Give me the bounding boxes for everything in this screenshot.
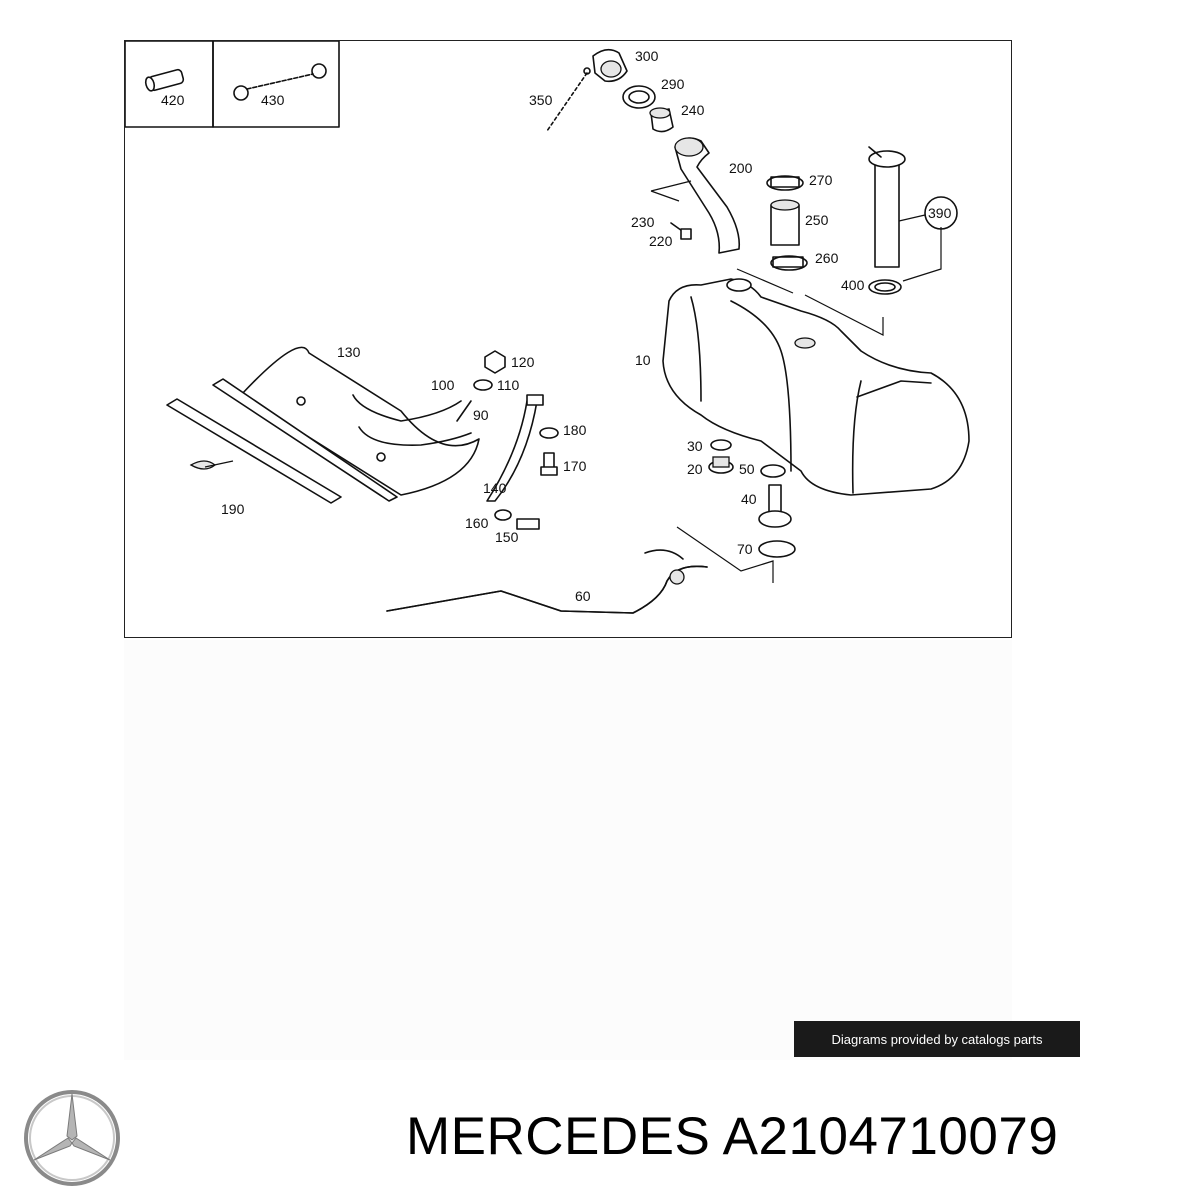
callout-260: 260 (815, 250, 839, 266)
credit-badge: Diagrams provided by catalogs parts (794, 1021, 1080, 1057)
heat-shield (240, 346, 480, 496)
callout-30: 30 (687, 438, 703, 454)
retaining-chain (546, 67, 591, 132)
drain-seal (710, 439, 732, 451)
callout-250: 250 (805, 212, 829, 228)
hose-clamp-upper (766, 175, 804, 191)
sender-seal-ring (868, 279, 902, 295)
callout-230: 230 (631, 214, 655, 230)
filler-cap (592, 48, 628, 83)
hose-clamp-lower (770, 255, 808, 271)
callout-50: 50 (739, 461, 755, 477)
inset-box-430 (212, 41, 340, 128)
callout-150: 150 (495, 529, 519, 545)
callout-300: 300 (635, 48, 659, 64)
callout-100: 100 (431, 377, 455, 393)
sealing-ring (622, 85, 656, 109)
bolt-170 (540, 452, 558, 476)
callout-200: 200 (729, 160, 753, 176)
callout-420: 420 (161, 92, 185, 108)
callout-170: 170 (563, 458, 587, 474)
callout-390-ring (924, 196, 958, 230)
filler-nozzle (649, 107, 674, 133)
callout-110: 110 (497, 377, 520, 393)
filler-neck-hose (674, 137, 741, 254)
callout-140: 140 (483, 480, 507, 496)
fuel-outlet-fitting (758, 484, 792, 528)
nut (484, 350, 506, 374)
callout-20: 20 (687, 461, 703, 477)
blank-area (124, 640, 1012, 1060)
callout-120: 120 (511, 354, 535, 370)
clip-190 (189, 460, 217, 470)
parts-diagram: 420 430 300 290 350 240 200 270 390 230 … (124, 40, 1012, 638)
callout-270: 270 (809, 172, 833, 188)
washer (473, 379, 493, 391)
fuel-line (386, 549, 708, 614)
threaded-stud (456, 400, 472, 422)
callout-180: 180 (563, 422, 587, 438)
drain-plug (708, 456, 734, 474)
callout-160: 160 (465, 515, 489, 531)
fuel-level-sender (868, 146, 906, 268)
mercedes-star-logo (24, 1090, 120, 1186)
callout-60: 60 (575, 588, 591, 604)
callout-10: 10 (635, 352, 651, 368)
callout-40: 40 (741, 491, 757, 507)
tank-strap (352, 394, 472, 446)
drain-washer (760, 464, 786, 478)
washer-160 (494, 509, 512, 521)
callout-390: 390 (928, 205, 952, 221)
callout-240: 240 (681, 102, 705, 118)
support-rail (166, 378, 398, 504)
fuel-tank (662, 278, 970, 496)
callout-130: 130 (337, 344, 361, 360)
pipe-clamp (758, 540, 796, 558)
exploded-view-drawing: 420 430 300 290 350 240 200 270 390 230 … (125, 41, 970, 614)
callout-290: 290 (661, 76, 685, 92)
callout-90: 90 (473, 407, 489, 423)
callout-190: 190 (221, 501, 245, 517)
part-title: MERCEDES A2104710079 (406, 1107, 1059, 1166)
tank-bracket (486, 394, 544, 502)
inset-box-420 (125, 41, 214, 128)
connecting-hose (770, 199, 800, 246)
callout-220: 220 (649, 233, 673, 249)
callout-430: 430 (261, 92, 285, 108)
callout-350: 350 (529, 92, 553, 108)
bolt (670, 222, 692, 240)
washer-180 (539, 427, 559, 439)
bolt-150 (516, 518, 540, 530)
callout-70: 70 (737, 541, 753, 557)
callout-400: 400 (841, 277, 865, 293)
